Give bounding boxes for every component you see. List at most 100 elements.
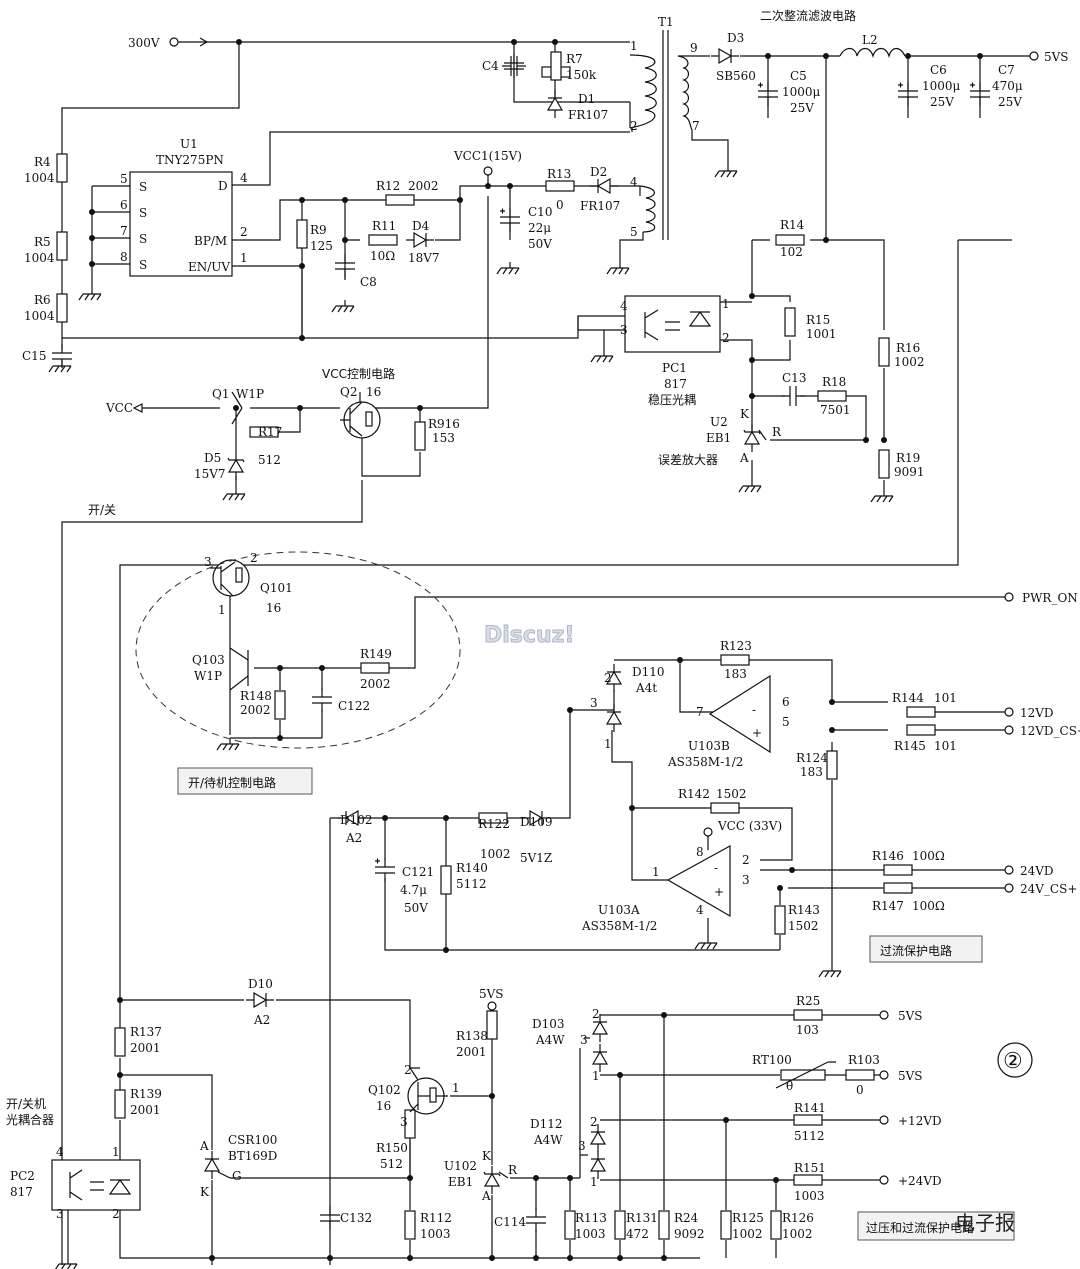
r141-ref: R141 [794,1101,826,1115]
r18-ref: R18 [822,375,846,389]
r147-ref: R147 [872,899,904,913]
u1-ref: U1 [180,137,198,151]
d110-pin-3: 3 [590,696,598,710]
d109-ref: D109 [520,815,553,829]
r14-value: 102 [780,245,803,259]
c7-ref: C7 [998,63,1015,77]
pc1-pin-2: 2 [722,331,730,345]
t1-pin-1: 1 [630,39,638,53]
pc2-title-2: 光耦合器 [6,1112,54,1127]
net-5vs-rail: 5VS [479,987,504,1001]
r150-value: 512 [380,1157,403,1171]
net-24v-cs: 24V_CS+ [1020,882,1077,896]
d109-value: 5V1Z [520,851,552,865]
pc1-ref: PC1 [662,361,687,375]
u1-pin-num-7: 7 [120,224,128,238]
l2-ref: L2 [862,33,878,47]
r113-value: 1003 [575,1227,606,1241]
pc1-description: 稳压光耦 [648,392,696,407]
r15-ref: R15 [806,313,830,327]
c4-ref: C4 [482,59,499,73]
r5-value: 1004 [24,251,55,265]
r145-ref: R145 [894,739,926,753]
r19-ref: R19 [896,451,920,465]
page-number: ② [1003,1049,1023,1074]
r143-value: 1502 [788,919,819,933]
r143-ref: R143 [788,903,820,917]
d103-ref: D103 [532,1017,565,1031]
c5-ref: C5 [790,69,807,83]
r11-ref: R11 [372,219,396,233]
q101-pin-3: 3 [204,555,212,569]
u1-pin-num-6: 6 [120,198,128,212]
csr100-ref: CSR100 [228,1133,277,1147]
r16-value: 1002 [894,355,925,369]
u1-pin-num-4: 4 [240,171,248,185]
section-vcc-control: VCC控制电路 [322,366,395,381]
r124-ref: R124 [796,751,828,765]
d10-ref: D10 [248,977,273,991]
u102-pin-k: K [482,1149,492,1163]
u103a-minus: - [714,861,718,875]
c121-value: 4.7μ [400,883,427,897]
t1-ref: T1 [658,15,674,29]
u1-pin-num-8: 8 [120,250,128,264]
r139-value: 2001 [130,1103,161,1117]
r144-ref: R144 [892,691,924,705]
r122-value: 1002 [480,847,511,861]
c121-voltage: 50V [404,901,428,915]
d4-ref: D4 [412,219,430,233]
t1-pin-2: 2 [630,119,638,133]
u103b-pin-7: 7 [696,705,704,719]
net-vcc: VCC [105,401,133,415]
c122-ref: C122 [338,699,370,713]
q1-part: W1P [236,387,264,401]
r6-value: 1004 [24,309,55,323]
d110-ref: D110 [632,665,665,679]
r103-ref: R103 [848,1053,880,1067]
d112-part: A4W [533,1133,563,1147]
c132-ref: C132 [340,1211,372,1225]
q103-ref: Q103 [192,653,225,667]
pc2-pin-4: 4 [56,1145,64,1159]
section-standby-control: 开/待机控制电路 [188,775,276,790]
u2-pin-a: A [739,451,749,465]
u1-pin-s4: S [139,258,147,272]
net-plus12vd: +12VD [898,1114,942,1128]
r916-ref: R916 [428,417,460,431]
u2-ref: U2 [710,415,728,429]
net-12vd: 12VD [1020,706,1054,720]
r126-value: 1002 [782,1227,813,1241]
pc2-pin-1: 1 [112,1145,120,1159]
u103a-ref: U103A [598,903,640,917]
c5-voltage: 25V [790,101,814,115]
d112-pin-1: 1 [590,1175,598,1189]
q101-ref: Q101 [260,581,293,595]
r15-value: 1001 [806,327,837,341]
d103-pin-1: 1 [592,1069,600,1083]
u103a-plus: + [714,885,724,899]
section-secondary-rectifier: 二次整流滤波电路 [760,8,856,23]
r151-value: 1003 [794,1189,825,1203]
pc2-title-1: 开/关机 [6,1097,46,1111]
r4-value: 1004 [24,171,55,185]
r24-ref: R24 [674,1211,699,1225]
pc2-pin-2: 2 [112,1207,120,1221]
csr100-part: BT169D [228,1149,277,1163]
u102-ref: U102 [444,1159,477,1173]
q102-pin-3: 3 [400,1115,408,1129]
c8-ref: C8 [360,275,377,289]
c121-ref: C121 [402,865,434,879]
net-vcc33: VCC (33V) [717,819,782,833]
r25-ref: R25 [796,994,820,1008]
section-overcurrent: 过流保护电路 [880,943,952,958]
r137-value: 2001 [130,1041,161,1055]
u103a-pin-2: 2 [742,853,750,867]
u103b-plus: + [752,726,762,740]
c10-ref: C10 [528,205,552,219]
d103-part: A4W [535,1033,565,1047]
q2-ref: Q2 [340,385,357,399]
u102-part: EB1 [448,1175,473,1189]
pc1-pin-4: 4 [620,299,628,313]
d2-value: FR107 [580,199,620,213]
